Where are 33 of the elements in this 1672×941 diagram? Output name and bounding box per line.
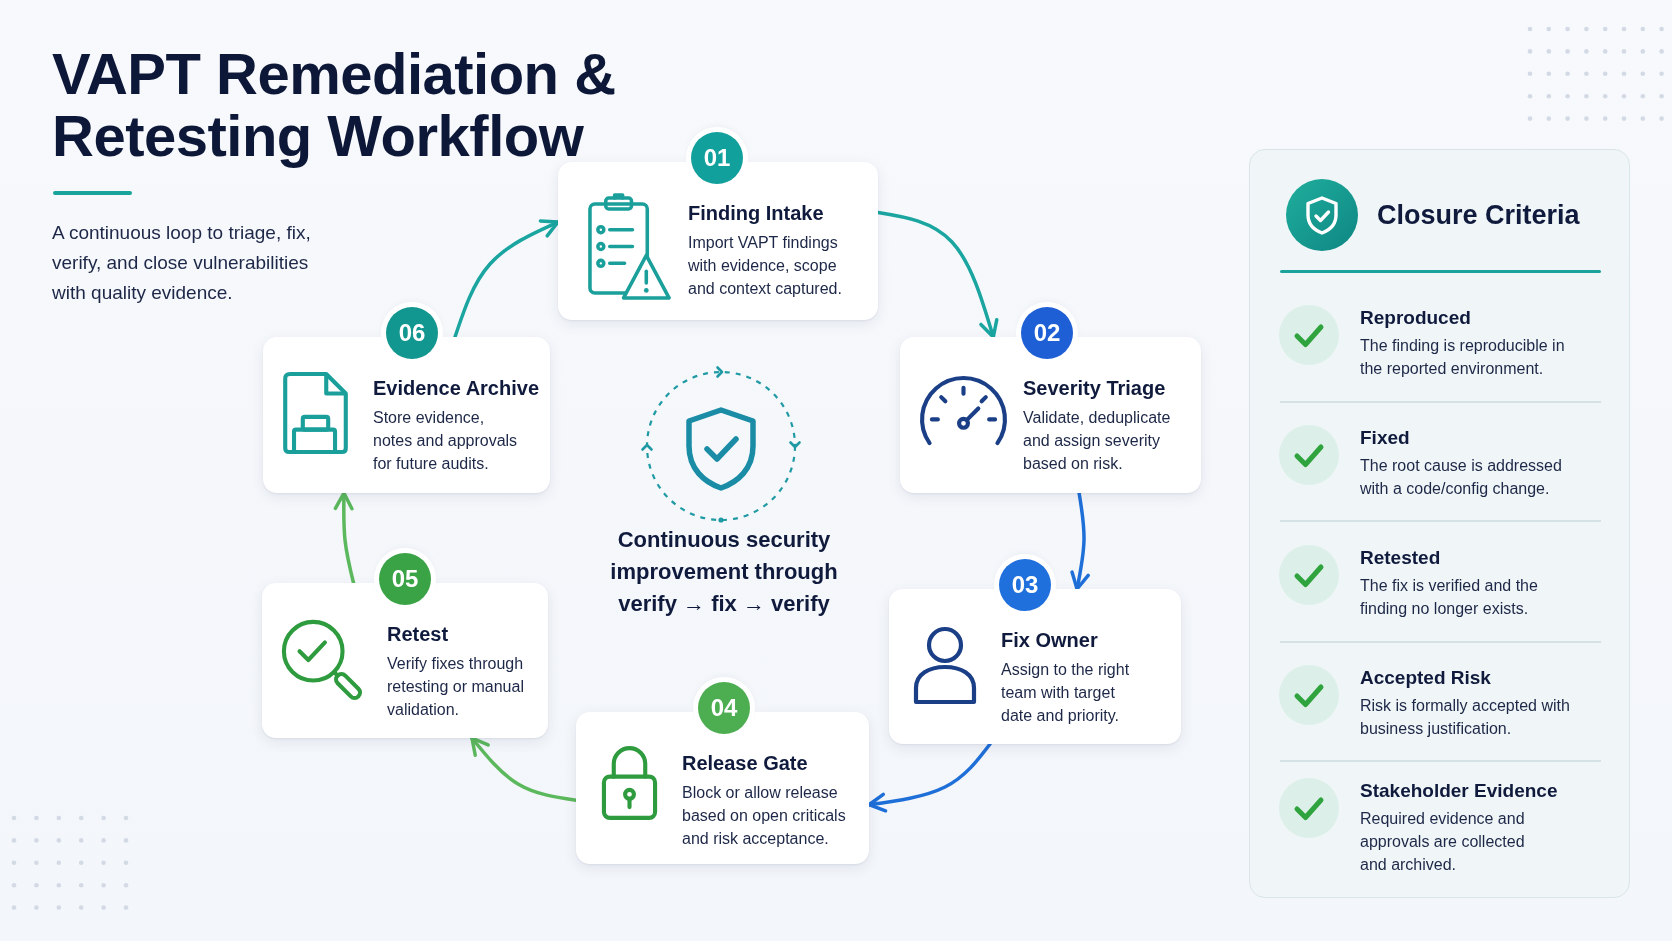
step-description: Import VAPT findings with evidence, scope and context captured.: [688, 233, 843, 299]
step-title: Fix Owner: [1001, 628, 1098, 652]
arrow: [876, 210, 999, 339]
criterion-description: The finding is reproducible in the reported environment.: [1360, 336, 1566, 379]
arrow: [1070, 491, 1090, 591]
step-description: Validate, deduplicate and assign severity based on risk.: [1023, 408, 1172, 474]
subtitle: A continuous loop to triage, fix, verify, and close vulnerabilities with quality evidence.: [52, 221, 312, 305]
arrow: [867, 742, 992, 813]
criterion-title: Reproduced: [1360, 306, 1471, 330]
step-title: Evidence Archive: [373, 376, 539, 400]
step-title: Retest: [387, 622, 449, 646]
criteria-panel: [1249, 149, 1630, 898]
criterion-description: The root cause is addressed with a code/config change.: [1360, 456, 1563, 499]
step-description: Store evidence, notes and approvals for future audits.: [373, 408, 519, 474]
criterion-title: Retested: [1360, 546, 1441, 570]
criterion-title: Stakeholder Evidence: [1360, 779, 1558, 803]
cycle-caption: Continuous security improvement through verify → fix → verify: [609, 526, 839, 618]
step-description: Assign to the right team with target date and priority.: [1001, 660, 1131, 726]
criterion-title: Fixed: [1360, 426, 1410, 450]
step-title: Release Gate: [682, 751, 808, 775]
step-description: Block or allow release based on open criticals and risk acceptance.: [682, 783, 847, 849]
criterion-description: Risk is formally accepted with business justification.: [1360, 696, 1571, 739]
title: VAPT Remediation & Retesting Workflow: [52, 43, 617, 167]
step-description: Verify fixes through retesting or manual validation.: [387, 654, 525, 720]
arrow: [333, 491, 356, 585]
criterion-description: Required evidence and approvals are collected and archived.: [1360, 809, 1526, 875]
arrow: [470, 736, 578, 802]
panel-heading: Closure Criteria: [1377, 199, 1580, 232]
arrow: [453, 219, 560, 339]
criterion-description: The fix is verified and the finding no longer exists.: [1360, 576, 1539, 619]
step-title: Severity Triage: [1023, 376, 1166, 400]
step-title: Finding Intake: [688, 201, 824, 225]
criterion-title: Accepted Risk: [1360, 666, 1491, 690]
